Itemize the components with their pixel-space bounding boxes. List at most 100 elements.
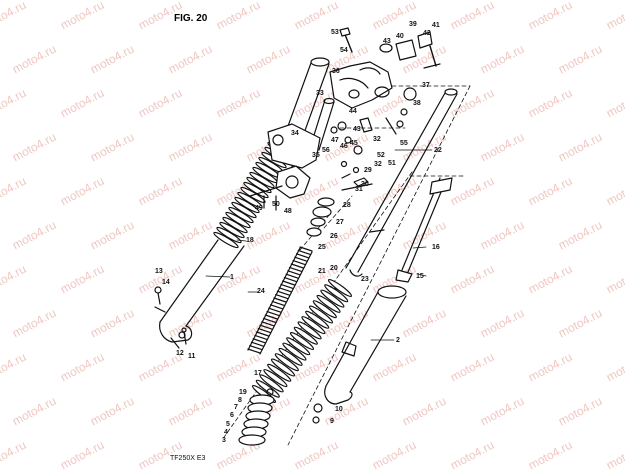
boot-fold: [237, 191, 263, 209]
callout-label: 30: [361, 181, 369, 188]
spring-coil: [276, 290, 291, 296]
callout-label: 24: [257, 288, 265, 295]
callout-label: 8: [238, 397, 242, 404]
boot-fold: [320, 289, 345, 308]
spring-coil: [249, 345, 263, 351]
spring-coil: [294, 256, 308, 262]
spring-coil: [250, 341, 265, 347]
fork-spring: [247, 246, 313, 355]
spring-coil: [254, 334, 268, 340]
boot-fold: [286, 337, 311, 356]
boot-fold: [316, 294, 341, 313]
callout-label: 32: [373, 136, 381, 143]
callout-label: 45: [350, 140, 358, 147]
callout-label: 53: [331, 29, 339, 36]
boot-fold: [278, 347, 303, 366]
figure-title: FIG. 20: [174, 13, 208, 24]
callout-label: 4: [224, 429, 228, 436]
callout-label: 15: [416, 273, 424, 280]
callout-label: 20: [330, 265, 338, 272]
left-fork-boot: [213, 141, 293, 249]
callout-label: 35: [312, 152, 320, 159]
callout-label: 51: [388, 160, 396, 167]
callout-label: 3: [222, 437, 226, 444]
callout-label: 12: [176, 350, 184, 357]
boot-fold: [274, 353, 299, 372]
callout-label: 40: [396, 33, 404, 40]
spring-coil: [264, 314, 278, 320]
callout-label: 49: [255, 205, 263, 212]
callout-label: 44: [349, 108, 357, 115]
leader-lines: [205, 149, 433, 341]
callout-label: 31: [355, 186, 363, 193]
callout-label: 9: [330, 418, 334, 425]
spring-coil: [256, 331, 270, 337]
spring-coil: [299, 246, 313, 252]
boot-fold: [259, 374, 284, 393]
callout-label: 46: [340, 143, 348, 150]
callout-label: 43: [383, 38, 391, 45]
boot-fold: [308, 305, 334, 324]
boot-fold: [216, 226, 242, 244]
spring-coil: [263, 317, 277, 323]
figure-code: TF250X E3: [170, 455, 206, 462]
spring-coil: [292, 260, 306, 266]
callout-label: 14: [162, 279, 170, 286]
spring-coil: [269, 304, 284, 310]
callout-label: 48: [284, 208, 292, 215]
upper-bracket: [249, 61, 393, 211]
spring-coil: [259, 324, 273, 330]
boot-fold: [234, 196, 260, 214]
spring-coil: [268, 307, 282, 313]
boot-fold: [324, 284, 349, 303]
callout-label: 56: [322, 147, 330, 154]
callout-label: 36: [332, 68, 340, 75]
right-inner-tube: [345, 88, 458, 277]
handlebar-clamp-parts: [330, 27, 441, 191]
callout-label: 13: [155, 268, 163, 275]
seal-stack: [238, 388, 275, 446]
boot-fold: [282, 342, 307, 361]
boot-fold: [301, 316, 326, 335]
boot-fold: [327, 278, 353, 298]
spring-coil: [271, 300, 285, 306]
callout-label: 33: [316, 90, 324, 97]
boot-fold: [231, 201, 257, 219]
spring-coil: [275, 294, 289, 300]
callout-label: 41: [432, 22, 440, 29]
spring-coil: [282, 280, 296, 286]
callout-label: 23: [361, 276, 369, 283]
callout-label: 34: [291, 130, 299, 137]
callout-label: 2: [396, 337, 400, 344]
boot-fold: [267, 363, 292, 382]
boot-fold: [228, 206, 254, 224]
boot-fold: [255, 379, 280, 398]
callout-label: 52: [377, 152, 385, 159]
boot-fold: [213, 231, 239, 249]
spring-coil: [290, 263, 304, 269]
spring-coil: [283, 277, 297, 283]
boot-fold: [312, 300, 337, 319]
spring-coil: [289, 266, 303, 272]
callout-label: 10: [335, 406, 343, 413]
boot-fold: [225, 211, 251, 229]
right-fork-boot: [251, 278, 353, 404]
spacer-parts: [306, 160, 351, 237]
boot-fold: [219, 221, 245, 239]
callout-label: 42: [423, 30, 431, 37]
boot-fold: [297, 321, 322, 340]
spring-coil: [252, 338, 266, 344]
boot-fold: [222, 216, 248, 234]
callout-label: 25: [318, 244, 326, 251]
boot-fold: [246, 176, 272, 194]
spring-coil: [257, 328, 271, 334]
callout-label: 18: [246, 237, 254, 244]
callout-label: 1: [230, 274, 234, 281]
spring-coil: [247, 348, 261, 354]
callout-label: 5: [226, 421, 230, 428]
boot-fold: [249, 171, 275, 189]
left-small-bolts: [154, 286, 187, 345]
callout-label: 22: [434, 147, 442, 154]
boot-fold: [270, 358, 296, 377]
right-outer-slider: [312, 285, 407, 424]
